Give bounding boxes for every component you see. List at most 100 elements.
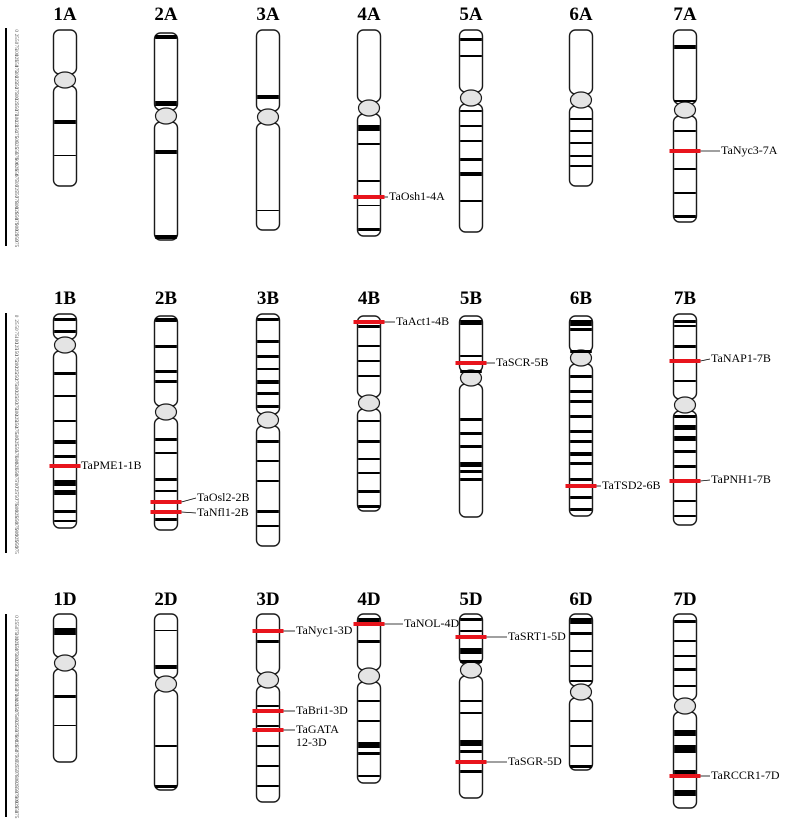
chromosome-band — [155, 318, 177, 322]
ruler-tick-label: 125 — [13, 54, 19, 62]
centromere — [673, 396, 697, 414]
gene-leader-line — [181, 511, 197, 514]
chromosome-band — [674, 515, 696, 517]
centromere — [459, 661, 483, 679]
chromosome-band — [674, 730, 696, 736]
ruler-tick-label: 625 — [13, 740, 19, 748]
ruler-tick-label: 850 — [13, 785, 19, 793]
chromosome-lower-arm — [458, 103, 484, 233]
ruler-tick-label: 0 — [13, 315, 19, 318]
ruler-tick-label: 475 — [13, 709, 19, 717]
chromosome-band — [460, 630, 482, 632]
ruler-tick-label: 250 — [13, 663, 19, 671]
chromosome-band — [155, 35, 177, 39]
ruler-tick-label: 500 — [13, 432, 19, 440]
chromosome-band — [257, 440, 279, 443]
ruler-tick-label: 250 — [13, 372, 19, 380]
chromosome-band — [570, 390, 592, 393]
chromosome-label: 4A — [357, 4, 381, 25]
chromosome-band — [570, 155, 592, 157]
gene-label: TaNyc1-3D — [296, 623, 353, 637]
gene-label: TaNAP1-7B — [711, 351, 771, 365]
gene-label: TaAct1-4B — [396, 314, 449, 328]
chromosome-band — [674, 685, 696, 687]
chromosome-band — [570, 745, 592, 747]
chromosome-band — [460, 110, 482, 112]
ruler-tick-label: 400 — [13, 114, 19, 122]
chromosome-band — [570, 130, 592, 132]
ruler-tick-label: 750 — [13, 492, 19, 500]
centromere — [459, 89, 483, 107]
chromosome-3a: 3A — [255, 4, 281, 231]
chromosome-band — [358, 375, 380, 377]
centromere — [154, 675, 178, 693]
chromosome-band — [155, 745, 177, 747]
chromosome-band — [460, 470, 482, 473]
ruler-tick-label: 325 — [13, 679, 19, 687]
chromosome-lower-arm — [52, 85, 78, 187]
chromosome-band — [358, 360, 380, 362]
chromosome-band — [155, 630, 177, 631]
gene-marker — [455, 635, 487, 639]
ruler-tick-label: 775 — [13, 770, 19, 778]
chromosome-label: 4D — [357, 589, 380, 610]
scale-ruler: 0255075100125150175200225250275300325350… — [5, 313, 19, 554]
ruler-tick-label: 175 — [13, 354, 19, 362]
chromosome-band — [460, 140, 482, 142]
ruler-tick-label: 600 — [13, 158, 19, 166]
chromosome-band — [570, 375, 592, 378]
chromosome-label: 2D — [154, 589, 177, 610]
chromosome-band — [257, 340, 279, 343]
centromere — [256, 108, 280, 126]
chromosome-upper-arm — [356, 315, 382, 398]
ruler-tick-label: 725 — [13, 185, 19, 193]
chromosome-lower-arm — [568, 697, 594, 771]
chromosome-band — [155, 438, 177, 441]
centromere — [154, 107, 178, 125]
chromosome-label: 7B — [674, 288, 697, 309]
ruler-tick-label: 300 — [13, 674, 19, 682]
chromosome-label: 2B — [155, 288, 178, 309]
ruler-tick-label: 725 — [13, 486, 19, 494]
ruler-tick-label: 800 — [13, 504, 19, 512]
centromere — [256, 671, 280, 689]
ruler-tick-label: 150 — [13, 643, 19, 651]
chromosome-lower-arm — [255, 122, 281, 231]
ruler-tick-label: 575 — [13, 729, 19, 737]
chromosome-band — [358, 228, 380, 231]
ruler-tick-label: 550 — [13, 147, 19, 155]
chromosome-band — [358, 700, 380, 702]
ruler-tick-label: 650 — [13, 169, 19, 177]
centromere — [53, 654, 77, 672]
chromosome-band — [674, 790, 696, 796]
chromosome-band — [570, 462, 592, 465]
ruler-tick-label: 850 — [13, 516, 19, 524]
chromosome-band — [570, 415, 592, 418]
chromosome-5a: 5A — [458, 4, 484, 233]
ruler-tick-label: 675 — [13, 174, 19, 182]
chromosome-band — [155, 665, 177, 669]
ruler-tick-label: 50 — [13, 39, 19, 45]
chromosome-band — [155, 478, 177, 481]
gene-marker — [455, 760, 487, 764]
chromosome-band — [257, 525, 279, 527]
chromosome-band — [257, 405, 279, 408]
chromosome-band — [54, 480, 76, 486]
centromere — [357, 667, 381, 685]
chromosome-upper-arm — [52, 613, 78, 658]
gene-leader-line — [700, 358, 711, 362]
chromosome-band — [460, 770, 482, 773]
ruler-tick-label: 425 — [13, 699, 19, 707]
gene-label: TaSGR-5D — [508, 754, 562, 768]
chromosome-band — [460, 125, 482, 127]
chromosome-label: 3D — [256, 589, 279, 610]
gene-label: TaOsl2-2B — [197, 490, 250, 504]
gene-leader-line — [181, 497, 197, 503]
centromere — [53, 71, 77, 89]
chromosome-label: 1B — [54, 288, 77, 309]
ruler-tick-label: 275 — [13, 668, 19, 676]
chromosome-band — [155, 345, 177, 348]
chromosome-band — [460, 432, 482, 435]
chromosome-band — [358, 775, 380, 777]
ruler-tick-label: 725 — [13, 760, 19, 768]
